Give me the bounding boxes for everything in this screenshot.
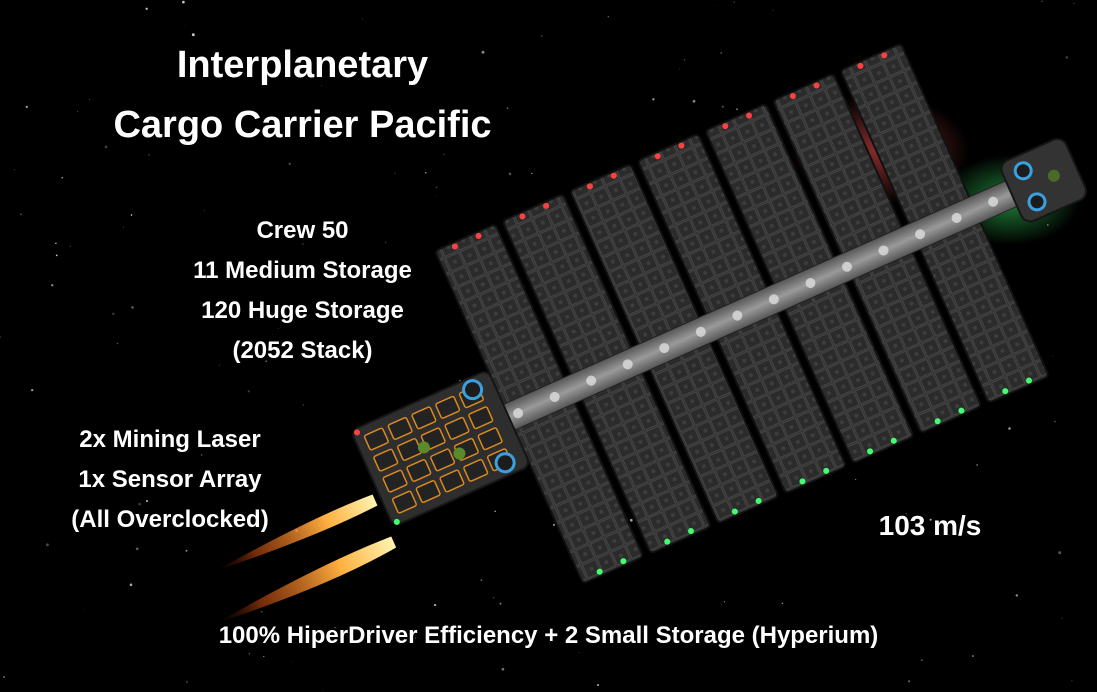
spec-huge-storage: 120 Huge Storage: [201, 297, 404, 324]
ship-title-line1: Interplanetary: [176, 44, 429, 86]
speed-readout: 103 m/s: [878, 510, 982, 541]
spec-crew: Crew 50: [256, 217, 349, 244]
module-overclocked-note: (All Overclocked): [71, 506, 269, 533]
footer-caption: 100% HiperDriver Efficiency + 2 Small St…: [218, 622, 879, 649]
ship-title-line2: Cargo Carrier Pacific: [113, 104, 492, 146]
spec-stack: (2052 Stack): [232, 337, 373, 364]
spec-medium-storage: 11 Medium Storage: [193, 257, 412, 284]
module-sensor-array: 1x Sensor Array: [78, 466, 262, 493]
module-mining-laser: 2x Mining Laser: [79, 426, 261, 453]
cargo-ship: [352, 43, 1087, 584]
